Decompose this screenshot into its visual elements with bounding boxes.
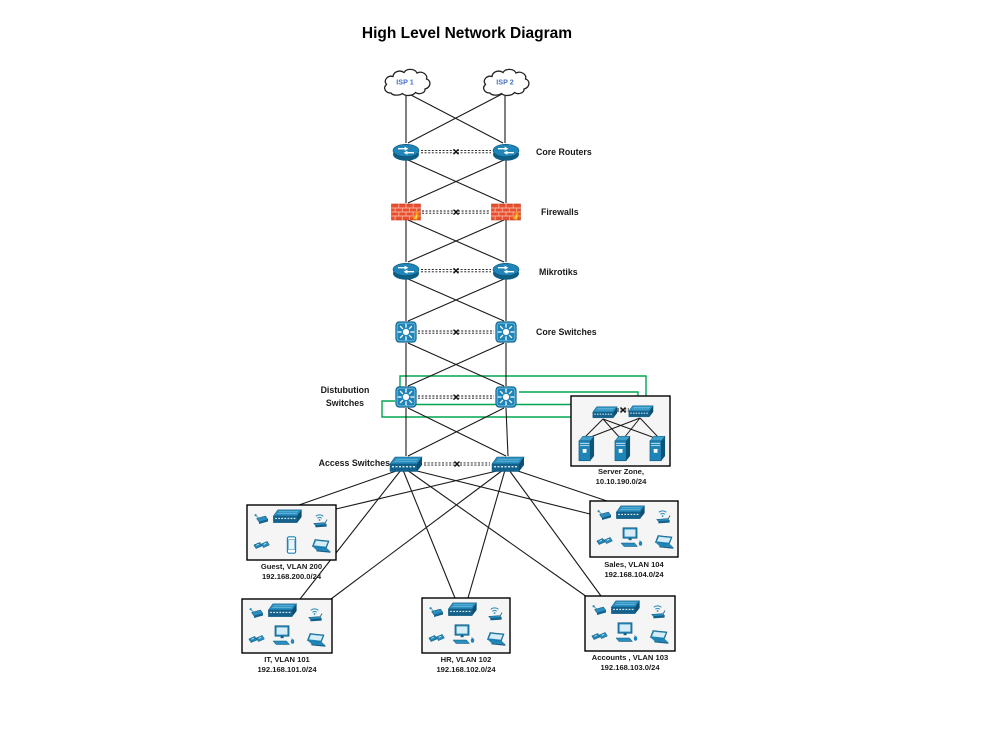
server-zone-lines (583, 417, 660, 439)
mikrotik-2-icon (492, 262, 520, 281)
zone-name: Sales, VLAN 104 (604, 560, 664, 569)
server-3-icon (649, 435, 666, 462)
server-2-icon (614, 435, 631, 462)
core-switch-2-icon (495, 321, 517, 343)
distribution-switch-1-icon (395, 386, 417, 408)
accounts-zone-label: Accounts , VLAN 103 192.168.103.0/24 (585, 653, 675, 673)
switch-icon (615, 505, 646, 520)
diagram-title: High Level Network Diagram (361, 25, 573, 42)
access-switch-1-icon (389, 456, 423, 472)
distribution-switches-label-line2: Switches (325, 398, 365, 408)
zone-subnet: 192.168.200.0/24 (261, 572, 322, 581)
core-router-2-icon (492, 143, 520, 162)
guest-zone-label: Guest, VLAN 200 192.168.200.0/24 (246, 562, 337, 582)
zone-subnet: 192.168.102.0/24 (436, 665, 496, 674)
mikrotiks-label: Mikrotiks (539, 267, 578, 277)
zone-subnet: 192.168.104.0/24 (604, 570, 664, 579)
hr-zone-label: HR, VLAN 102 192.168.102.0/24 (421, 655, 511, 675)
isp2-label: ISP 2 (496, 77, 514, 87)
firewalls-label: Firewalls (541, 207, 579, 217)
zone-name: Guest, VLAN 200 (260, 562, 323, 571)
server-switch-2-icon (628, 405, 654, 418)
server-zone-name: Server Zone, (597, 467, 644, 476)
access-switch-2-icon (491, 456, 525, 472)
distribution-switches-label: Distubution Switches (300, 384, 390, 410)
core-switch-1-icon (395, 321, 417, 343)
zone-subnet: 192.168.101.0/24 (257, 665, 317, 674)
core-routers-label: Core Routers (536, 147, 592, 157)
sales-zone-label: Sales, VLAN 104 192.168.104.0/24 (589, 560, 679, 580)
switch-icon (267, 603, 298, 618)
core-switches-label: Core Switches (536, 327, 597, 337)
server-zone-subnet: 10.10.190.0/24 (595, 477, 647, 486)
zone-name: Accounts , VLAN 103 (591, 653, 669, 662)
switch-icon (447, 602, 478, 617)
core-router-1-icon (392, 143, 420, 162)
distribution-switches-label-line1: Distubution (320, 385, 370, 395)
zone-subnet: 192.168.103.0/24 (600, 663, 660, 672)
pair-links (418, 150, 629, 466)
mikrotik-1-icon (392, 262, 420, 281)
connection-lines (298, 93, 608, 600)
server-zone-label: Server Zone, 10.10.190.0/24 (572, 467, 670, 487)
isp1-label: ISP 1 (396, 77, 414, 87)
switch-icon (272, 509, 303, 524)
access-switches-label: Access Switches (318, 458, 390, 468)
firewall-2-icon (491, 203, 521, 221)
firewall-1-icon (391, 203, 421, 221)
smartphone-icon (286, 536, 297, 554)
zone-name: IT, VLAN 101 (264, 655, 310, 664)
it-zone-label: IT, VLAN 101 192.168.101.0/24 (242, 655, 332, 675)
zone-name: HR, VLAN 102 (440, 655, 492, 664)
switch-icon (610, 600, 641, 615)
server-1-icon (578, 435, 595, 462)
server-switch-1-icon (592, 406, 618, 419)
distribution-switch-2-icon (495, 386, 517, 408)
